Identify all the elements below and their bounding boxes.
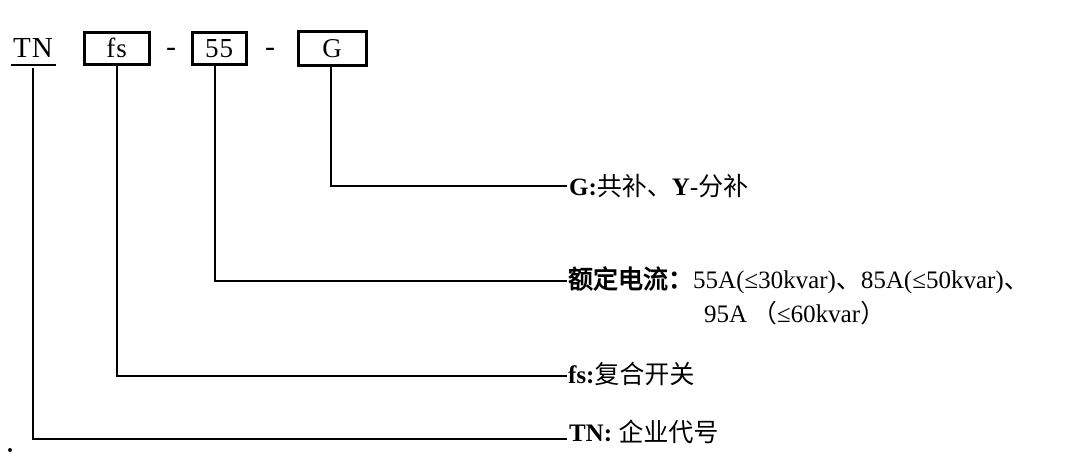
legend-fs-code: fs: bbox=[568, 362, 595, 389]
code-separator-dash: - bbox=[265, 30, 275, 63]
legend-tn-meaning: TN: 企业代号 bbox=[569, 420, 718, 448]
legend-tn-text: 企业代号 bbox=[612, 420, 719, 447]
legend-g-code: G: bbox=[569, 174, 597, 201]
connector-horizontal-g bbox=[330, 185, 567, 187]
legend-g-text2: -分补 bbox=[689, 174, 749, 201]
code-box-55: 55 bbox=[191, 31, 248, 66]
stray-dot-artifact: . bbox=[7, 432, 13, 456]
legend-fs-meaning: fs:复合开关 bbox=[568, 362, 694, 390]
code-box-g: G bbox=[297, 30, 368, 67]
legend-g-text1: 共补、 bbox=[596, 174, 672, 201]
code-box-fs: fs bbox=[83, 31, 151, 66]
connector-vertical-fs bbox=[116, 66, 118, 377]
legend-tn-code: TN: bbox=[569, 420, 613, 447]
legend-rated-values: 55A(≤30kvar)、85A(≤50kvar)、 bbox=[693, 267, 1029, 294]
legend-rated-title: 额定电流： bbox=[568, 267, 694, 294]
legend-fs-text: 复合开关 bbox=[594, 362, 695, 389]
legend-g-code-y: Y bbox=[671, 174, 690, 201]
connector-horizontal-55 bbox=[214, 280, 567, 282]
legend-g-meaning: G:共补、Y-分补 bbox=[569, 174, 748, 202]
legend-rated-current-line1: 额定电流：55A(≤30kvar)、85A(≤50kvar)、 bbox=[568, 267, 1029, 295]
connector-vertical-55 bbox=[214, 66, 216, 282]
connector-horizontal-tn bbox=[32, 438, 567, 440]
legend-rated-current-line2: 95A （≤60kvar） bbox=[704, 301, 886, 328]
model-prefix-tn: TN bbox=[11, 32, 56, 66]
code-separator-dash: - bbox=[166, 30, 176, 63]
connector-vertical-tn bbox=[32, 68, 34, 440]
connector-horizontal-fs bbox=[116, 375, 567, 377]
connector-vertical-g bbox=[330, 67, 332, 187]
